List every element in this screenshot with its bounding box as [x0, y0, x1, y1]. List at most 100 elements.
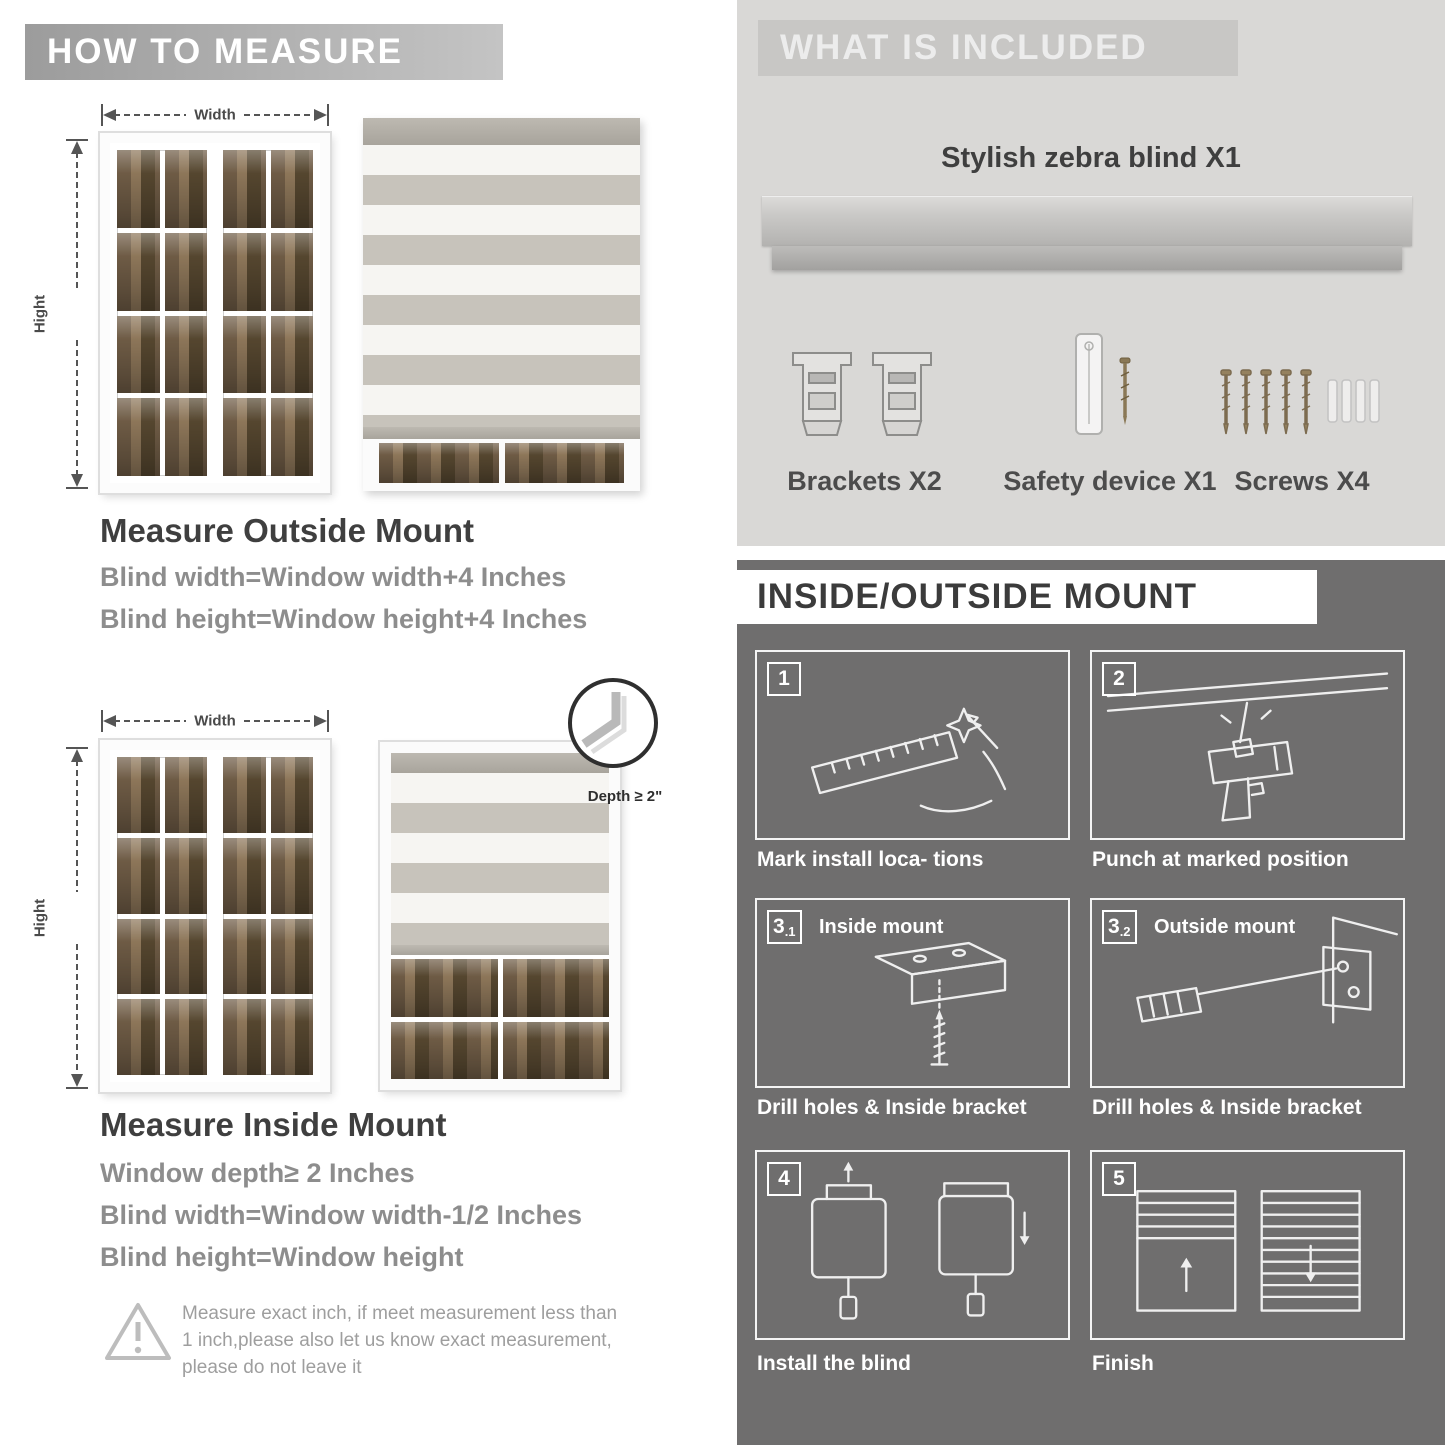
step2-illustration [1106, 672, 1389, 822]
inside-mount-line: Blind height=Window height [100, 1242, 464, 1272]
width-arrow-label: Width [188, 712, 242, 730]
window-pane [117, 232, 160, 311]
window-pane [117, 398, 160, 476]
step-number: 1 [767, 662, 801, 696]
width-arrow-icon [101, 104, 329, 126]
window-sash [112, 752, 212, 1080]
step4-illustration [810, 1161, 1030, 1320]
window-pane [117, 999, 160, 1075]
depth-callout [568, 678, 658, 768]
height-arrow: Hight [31, 138, 88, 490]
width-arrow: Width [100, 710, 330, 732]
window-pane [117, 757, 160, 833]
depth-callout-label: Depth ≥ 2" [587, 788, 663, 805]
product-title: Stylish zebra blind X1 [941, 142, 1241, 174]
window-pane [223, 232, 266, 311]
how-to-measure-banner: HOW TO MEASURE [25, 24, 503, 80]
what-is-included-section [737, 0, 1445, 546]
window-sash [112, 145, 212, 481]
window-pane [164, 837, 207, 914]
outside-mount-title: Measure Outside Mount [100, 512, 475, 549]
window-sash [218, 752, 318, 1080]
step-caption: Punch at marked position [1092, 848, 1349, 871]
window-pane [223, 150, 266, 228]
outside-mount-line: Blind height=Window height+4 Inches [100, 604, 588, 634]
screws-icon [1220, 369, 1380, 435]
blind-headrail [391, 753, 609, 773]
window-pane [270, 757, 313, 833]
brackets-label: Brackets X2 [787, 466, 942, 496]
window-pane [223, 999, 266, 1075]
outside-mount-line: Blind width=Window width+4 Inches [100, 562, 567, 592]
step-number: 3.1 [767, 910, 802, 944]
inside-mount-title: Measure Inside Mount [100, 1106, 447, 1143]
step-number: 5 [1102, 1162, 1136, 1196]
safety-device-icon [1075, 333, 1131, 435]
window-pane [223, 398, 266, 476]
window-pane [164, 150, 207, 228]
window-pane [164, 398, 207, 476]
height-arrow-label: Hight [31, 892, 49, 944]
height-arrow-icon [66, 747, 88, 1089]
window-pane [502, 959, 609, 1017]
window-pane [223, 315, 266, 394]
window-photo-outside [100, 133, 330, 493]
blind-headrail [363, 118, 640, 145]
window-corner-icon [581, 692, 627, 755]
step-panel-1: 1 [755, 650, 1070, 840]
mount-guide-banner: INSIDE/OUTSIDE MOUNT [737, 570, 1317, 624]
step-number: 3.2 [1102, 910, 1137, 944]
window-pane [164, 232, 207, 311]
measure-warning-text: Measure exact inch, if meet measurement … [182, 1303, 618, 1378]
window-under-blind [363, 439, 640, 491]
step-caption: Drill holes & Inside bracket [757, 1096, 1027, 1119]
window-pane [270, 999, 313, 1075]
headrail-lip [772, 246, 1402, 270]
step-panel-3-1: 3.1 Inside mount [755, 898, 1070, 1088]
window-photo-inside [100, 740, 330, 1092]
window-pane [223, 918, 266, 995]
window-under-blind [391, 955, 609, 1079]
step-caption: Mark install loca- tions [757, 848, 984, 871]
step-mount-type-label: Inside mount [819, 916, 944, 938]
step-panel-4: 4 [755, 1150, 1070, 1340]
step-panel-2: 2 [1090, 650, 1405, 840]
width-arrow-icon [101, 710, 329, 732]
window-pane [117, 837, 160, 914]
step3-2-illustration [1136, 916, 1398, 1024]
step-number: 2 [1102, 662, 1136, 696]
window-pane [117, 918, 160, 995]
step-caption: Install the blind [757, 1352, 912, 1375]
window-pane [270, 315, 313, 394]
headrail-bar [762, 196, 1412, 246]
height-arrow: Hight [31, 746, 88, 1090]
window-sash [218, 145, 318, 481]
window-pane [117, 315, 160, 394]
step-mount-type-label: Outside mount [1154, 916, 1296, 938]
window-pane [164, 999, 207, 1075]
step-panel-3-2: 3.2 Outside mount [1090, 898, 1405, 1088]
window-pane [164, 918, 207, 995]
window-pane [270, 232, 313, 311]
blind-bottom-rail [363, 427, 640, 439]
window-pane [164, 315, 207, 394]
window-pane [502, 1021, 609, 1079]
headrail-illustration [762, 196, 1412, 270]
window-pane [117, 150, 160, 228]
step-caption: Finish [1092, 1352, 1154, 1375]
step1-illustration [810, 707, 1007, 813]
step-panel-5: 5 [1090, 1150, 1405, 1340]
window-pane [270, 150, 313, 228]
window-pane [391, 1021, 498, 1079]
step-number: 4 [767, 1162, 801, 1196]
inside-mount-line: Blind width=Window width-1/2 Inches [100, 1200, 583, 1230]
warning-icon [105, 1303, 171, 1360]
inside-mount-line: Window depth≥ 2 Inches [100, 1158, 415, 1188]
window-pane [270, 837, 313, 914]
zebra-blind-inside-illustration [380, 742, 620, 1090]
height-arrow-icon [66, 139, 88, 489]
what-is-included-banner: WHAT IS INCLUDED [758, 20, 1238, 76]
height-arrow-label: Hight [31, 288, 49, 340]
window-pane [391, 959, 498, 1017]
